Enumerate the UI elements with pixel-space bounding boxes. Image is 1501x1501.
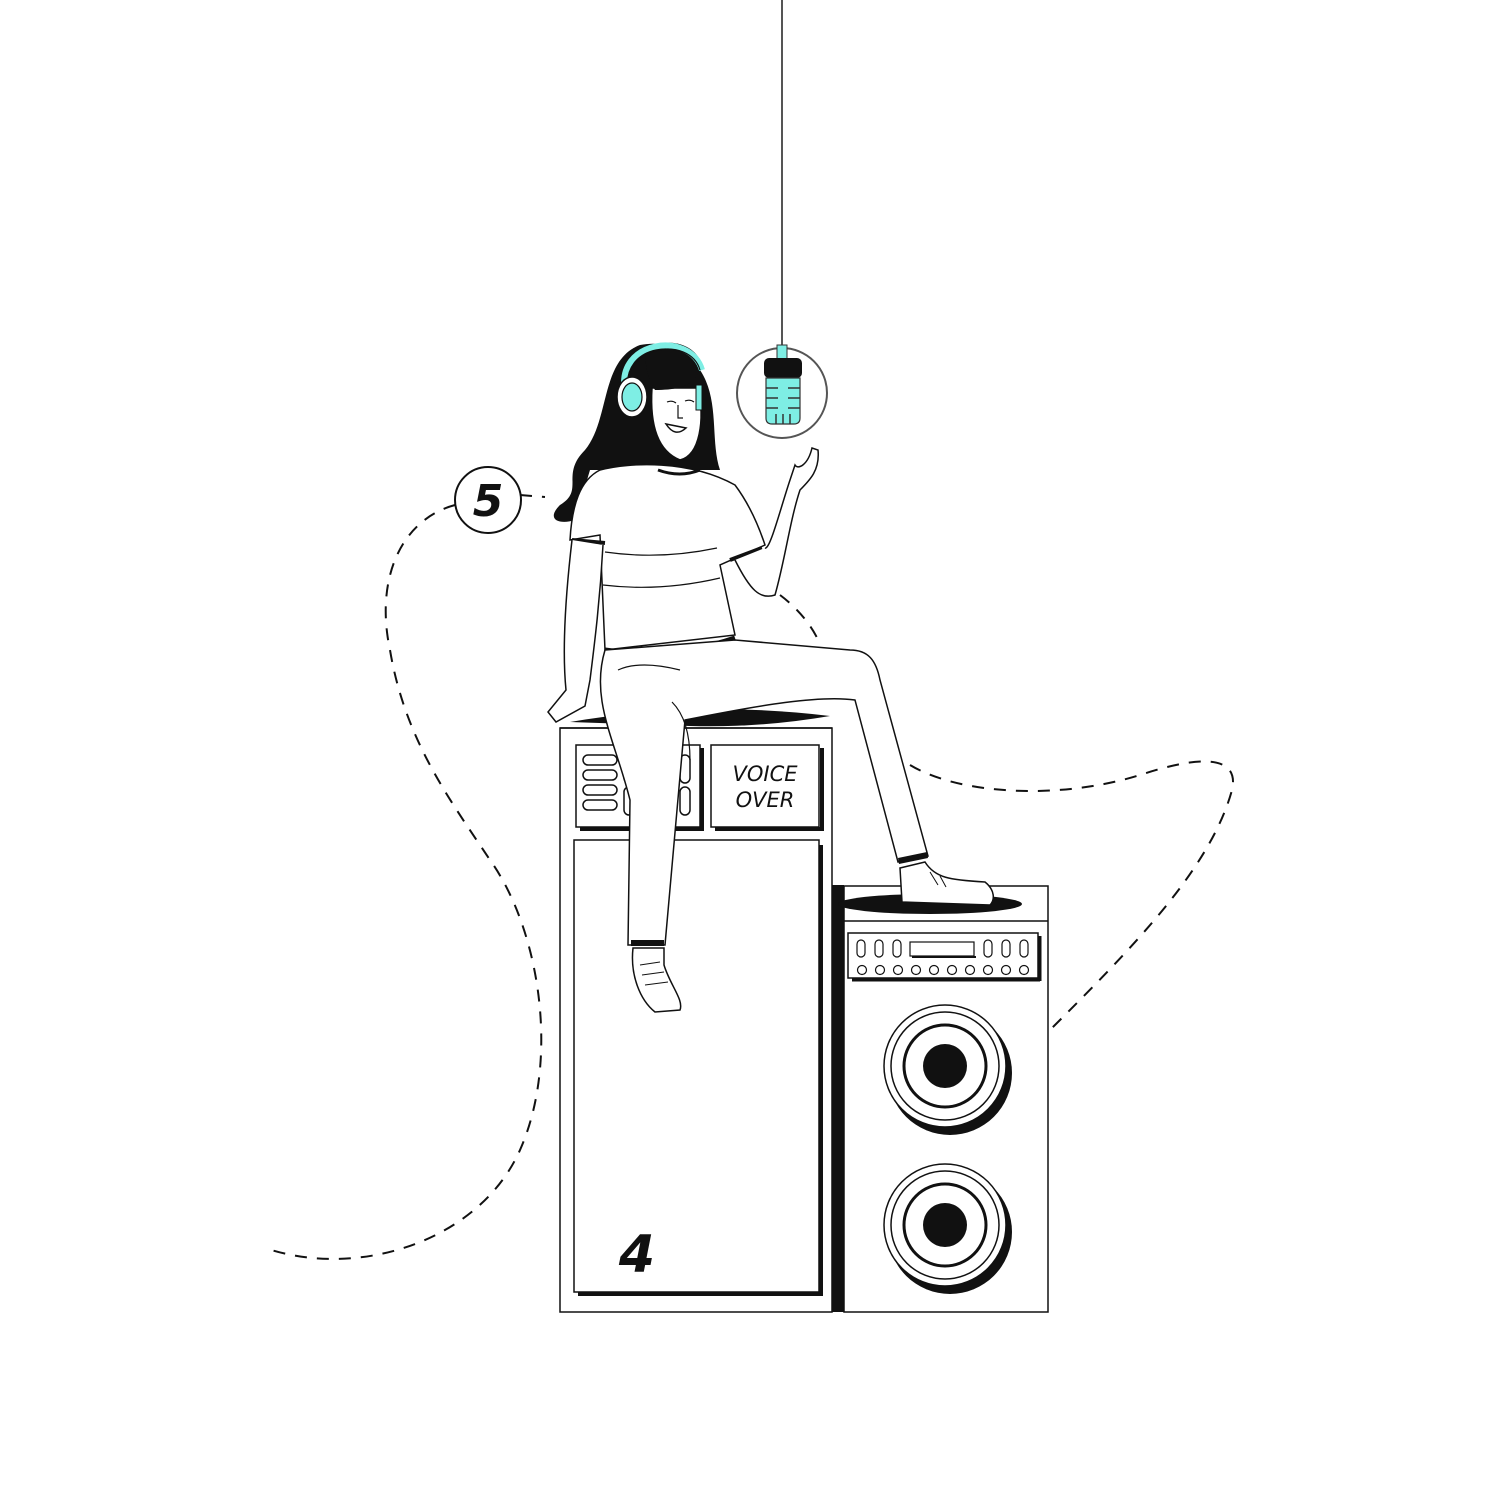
dashed-path (264, 494, 1235, 1260)
woofer-top (883, 1004, 1012, 1135)
voice-over-line1: VOICE (732, 762, 798, 786)
t-shirt (569, 463, 766, 651)
headphones-icon (616, 342, 705, 418)
shoe-right (899, 861, 995, 906)
woofer-bottom (883, 1163, 1012, 1294)
speaker-icon (838, 885, 1049, 1313)
microphone-icon (736, 344, 828, 439)
voice-artist-figure (547, 342, 995, 1013)
voice-over-line2: OVER (736, 788, 795, 812)
voice-over-label-panel: VOICE OVER (710, 744, 824, 831)
tall-speaker-cabinet: VOICE OVER 4 (559, 709, 844, 1313)
cabinet-number: 4 (618, 1225, 655, 1285)
step-badge: 5 (454, 466, 522, 534)
step-badge-label: 5 (473, 476, 504, 527)
